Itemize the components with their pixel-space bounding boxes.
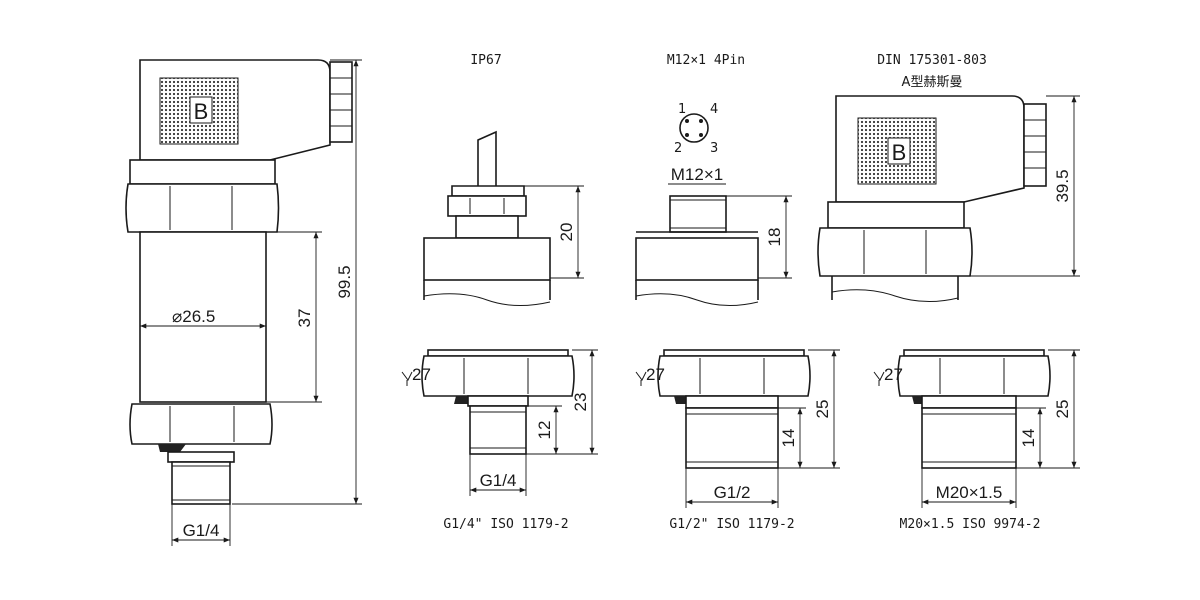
dim-m20-thread: M20×1.5	[936, 483, 1003, 502]
dim-main-body-length: 37	[295, 309, 314, 328]
dim-wrench-g12: 27	[646, 365, 665, 384]
m12-title: M12×1 4Pin	[667, 53, 745, 68]
din-connector-letter: B	[892, 140, 907, 165]
ip67-title: IP67	[470, 53, 501, 68]
process-g12	[635, 349, 811, 469]
m12-pin-diagram	[679, 113, 709, 143]
main-dimensions	[140, 59, 362, 546]
din-title: DIN 175301-803	[877, 53, 987, 68]
m12-pin-1: 1	[678, 102, 686, 117]
m12-connector	[635, 183, 759, 306]
din-connector	[817, 95, 1047, 303]
dim-g12-thread-len: 14	[779, 429, 798, 448]
din-subtitle: A型赫斯曼	[902, 75, 963, 90]
dim-g14-thread: G1/4	[480, 471, 517, 490]
process-m20	[873, 349, 1051, 469]
caption-g12: G1/2" ISO 1179-2	[669, 517, 794, 532]
dim-main-thread: G1/4	[183, 521, 220, 540]
m12-pin-4: 4	[710, 102, 718, 117]
main-sensor: B	[125, 59, 353, 505]
dim-g12-total: 25	[813, 400, 832, 419]
dim-m12-height: 18	[765, 228, 784, 247]
dim-g14-total: 23	[571, 393, 590, 412]
dim-wrench-m20: 27	[884, 365, 903, 384]
m12-dim-label: M12×1	[671, 165, 723, 184]
caption-g14: G1/4" ISO 1179-2	[443, 517, 568, 532]
caption-m20: M20×1.5 ISO 9974-2	[900, 517, 1041, 532]
dim-wrench-g14: 27	[412, 365, 431, 384]
process-g14	[401, 349, 575, 455]
dim-g14-thread-len: 12	[535, 421, 554, 440]
dim-main-diameter: ⌀26.5	[172, 307, 215, 326]
dim-ip67-height: 20	[557, 223, 576, 242]
dim-din-height: 39.5	[1053, 169, 1072, 202]
connector-letter: B	[194, 99, 209, 124]
m12-pin-3: 3	[710, 141, 718, 156]
ip67-cable-connector	[423, 130, 551, 307]
dim-m20-total: 25	[1053, 400, 1072, 419]
dim-m20-thread-len: 14	[1019, 429, 1038, 448]
dim-main-height: 99.5	[335, 265, 354, 298]
m12-pin-2: 2	[674, 141, 682, 156]
dim-g12-thread: G1/2	[714, 483, 751, 502]
